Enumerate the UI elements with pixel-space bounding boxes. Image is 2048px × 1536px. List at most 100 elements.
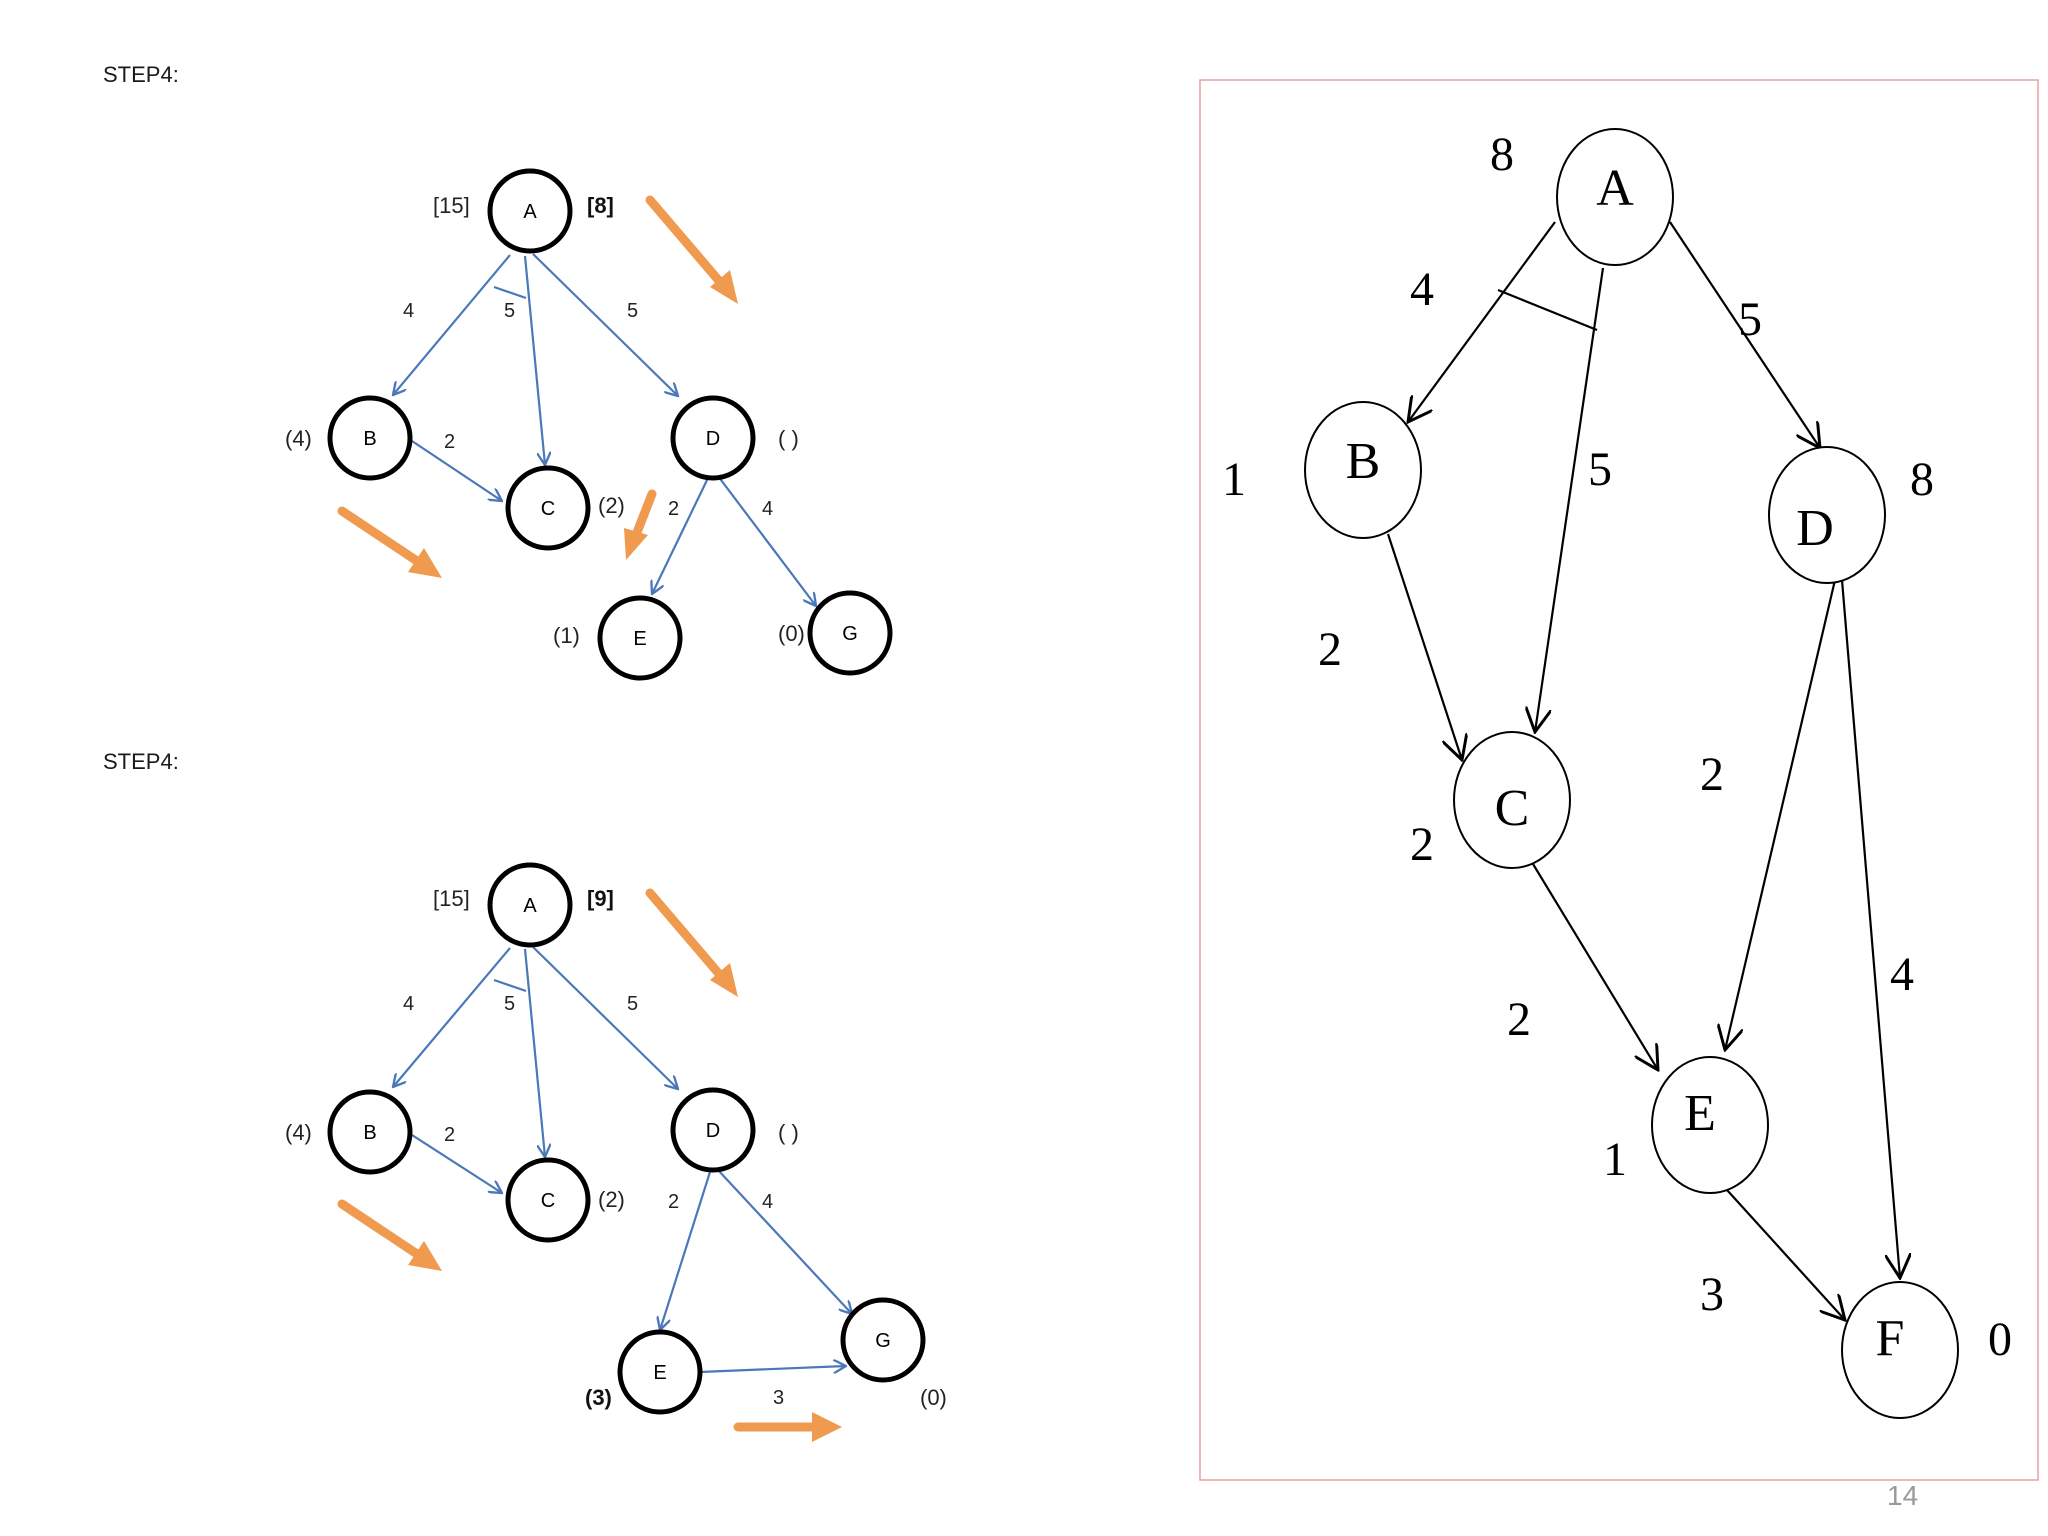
node2-a-label: A: [523, 895, 537, 917]
weight2-d-e: 2: [668, 1191, 679, 1213]
node2-c: [505, 1157, 591, 1243]
label-b: (4): [285, 426, 312, 451]
node3-e: [1651, 1056, 1769, 1194]
edge2-a-c: [523, 948, 545, 1157]
edge2-d-g: [717, 1169, 852, 1314]
w3-a-c: 5: [1588, 443, 1612, 496]
node-g-label: G: [842, 623, 858, 645]
h3-a: 8: [1490, 128, 1514, 181]
node3-a: [1556, 128, 1674, 266]
edge-a-c: [523, 255, 545, 465]
node2-g-label: G: [875, 1330, 891, 1352]
label-c: (2): [598, 493, 625, 518]
orange-arrow-3: [624, 489, 657, 560]
h3-d: 8: [1910, 453, 1934, 506]
orange-arrow-5: [337, 1199, 442, 1271]
label2-c: (2): [598, 1187, 625, 1212]
edge3-e-f: [1726, 1189, 1845, 1320]
node-d: [670, 395, 756, 481]
weight2-d-g: 4: [762, 1191, 773, 1213]
node3-a-label: A: [1596, 160, 1634, 217]
edge3-d-f: [1840, 579, 1900, 1278]
node2-a: [487, 862, 573, 948]
edge3-a-c: [1535, 267, 1605, 732]
edge3-a-d: [1669, 221, 1820, 448]
edge3-a-b: [1408, 221, 1556, 422]
edge3-c-e: [1532, 863, 1658, 1070]
and-arc-mark: [493, 285, 527, 300]
h3-e: 1: [1603, 1133, 1627, 1186]
edge-d-g: [717, 475, 816, 606]
w3-a-d: 5: [1738, 293, 1762, 346]
step-label-top: STEP4:: [103, 62, 179, 87]
edge3-d-e: [1725, 579, 1837, 1050]
edge2-d-e: [660, 1171, 712, 1330]
label2-a-left: [15]: [433, 886, 470, 911]
diagram-step4-top: A B C D E G [15] [8] (4) (2) ( ) (1) (0)…: [285, 168, 893, 681]
node2-c-label: C: [541, 1190, 555, 1212]
weight-a-b: 4: [403, 300, 414, 322]
w3-a-b: 4: [1410, 263, 1434, 316]
label2-d: ( ): [778, 1120, 799, 1145]
node3-b: [1304, 401, 1422, 539]
h3-b: 1: [1222, 453, 1246, 506]
node3-d-label: D: [1796, 500, 1834, 557]
weight-b-c: 2: [444, 431, 455, 453]
edge3-b-c: [1386, 533, 1462, 760]
label2-b: (4): [285, 1120, 312, 1145]
node2-b-label: B: [363, 1122, 376, 1144]
orange-arrow-4: [645, 888, 738, 997]
node-c: [505, 465, 591, 551]
node3-d: [1768, 446, 1886, 584]
node-b-label: B: [363, 428, 376, 450]
label2-a-right: [9]: [587, 886, 614, 911]
w3-e-f: 3: [1700, 1268, 1724, 1321]
weight2-a-b: 4: [403, 993, 414, 1015]
edge-a-b: [393, 254, 511, 395]
w3-d-e: 2: [1700, 748, 1724, 801]
node-b: [327, 395, 413, 481]
page-number: 14: [1887, 1480, 1918, 1511]
label-d: ( ): [778, 426, 799, 451]
weight2-a-c: 5: [504, 993, 515, 1015]
node-d-label: D: [706, 428, 720, 450]
node-e: [597, 595, 683, 681]
node3-f-label: F: [1876, 1310, 1905, 1367]
orange-arrow-2: [337, 506, 442, 578]
node2-e-label: E: [653, 1362, 666, 1384]
node2-e: [617, 1329, 703, 1415]
diagram-frame: [1199, 79, 2039, 1481]
node2-d: [670, 1087, 756, 1173]
node3-e-label: E: [1684, 1085, 1716, 1142]
w3-c-e: 2: [1507, 993, 1531, 1046]
node-e-label: E: [633, 628, 646, 650]
node-a-label: A: [523, 201, 537, 223]
label2-g: (0): [920, 1385, 947, 1410]
edge-a-d: [532, 253, 678, 396]
weight2-b-c: 2: [444, 1124, 455, 1146]
label-g: (0): [778, 621, 805, 646]
edge-d-e: [652, 477, 709, 594]
edge2-a-b: [393, 947, 511, 1087]
node2-b: [327, 1089, 413, 1175]
node-g: [807, 590, 893, 676]
w3-d-f: 4: [1890, 948, 1914, 1001]
node3-c-label: C: [1495, 780, 1530, 837]
label-a-left: [15]: [433, 193, 470, 218]
orange-arrow-1: [645, 195, 738, 304]
weight-a-d: 5: [627, 300, 638, 322]
node2-g: [840, 1297, 926, 1383]
w3-b-c: 2: [1318, 623, 1342, 676]
label-e: (1): [553, 623, 580, 648]
label2-e: (3): [585, 1385, 612, 1410]
h3-c: 2: [1410, 818, 1434, 871]
node3-f: [1841, 1281, 1959, 1419]
h3-f: 0: [1988, 1313, 2012, 1366]
node2-d-label: D: [706, 1120, 720, 1142]
step-label-bottom: STEP4:: [103, 749, 179, 774]
weight2-e-g: 3: [773, 1387, 784, 1409]
weight-d-e: 2: [668, 498, 679, 520]
diagram-step4-bottom: A B C D E G [15] [9] (4) (2) ( ) (3) (0)…: [285, 862, 947, 1442]
orange-arrow-6: [733, 1412, 842, 1442]
